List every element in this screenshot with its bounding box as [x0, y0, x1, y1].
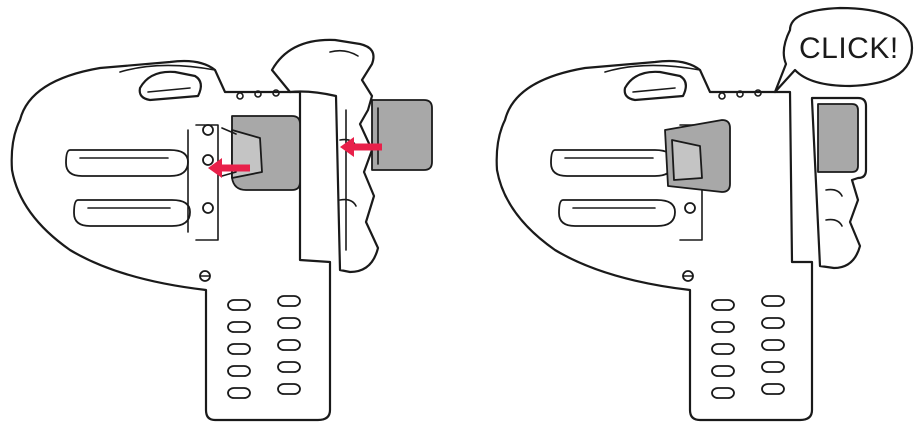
right-step-illustration: CLICK!	[497, 8, 912, 420]
right-slot-lower	[559, 200, 675, 226]
click-callout-text: CLICK!	[799, 32, 899, 65]
left-step-illustration	[12, 40, 432, 420]
right-slot-upper	[551, 150, 673, 176]
left-side-tab	[372, 100, 432, 170]
left-slot-lower	[74, 200, 190, 226]
click-callout: CLICK!	[775, 8, 912, 92]
right-side-tab	[818, 104, 858, 172]
left-slot-upper	[66, 150, 188, 176]
